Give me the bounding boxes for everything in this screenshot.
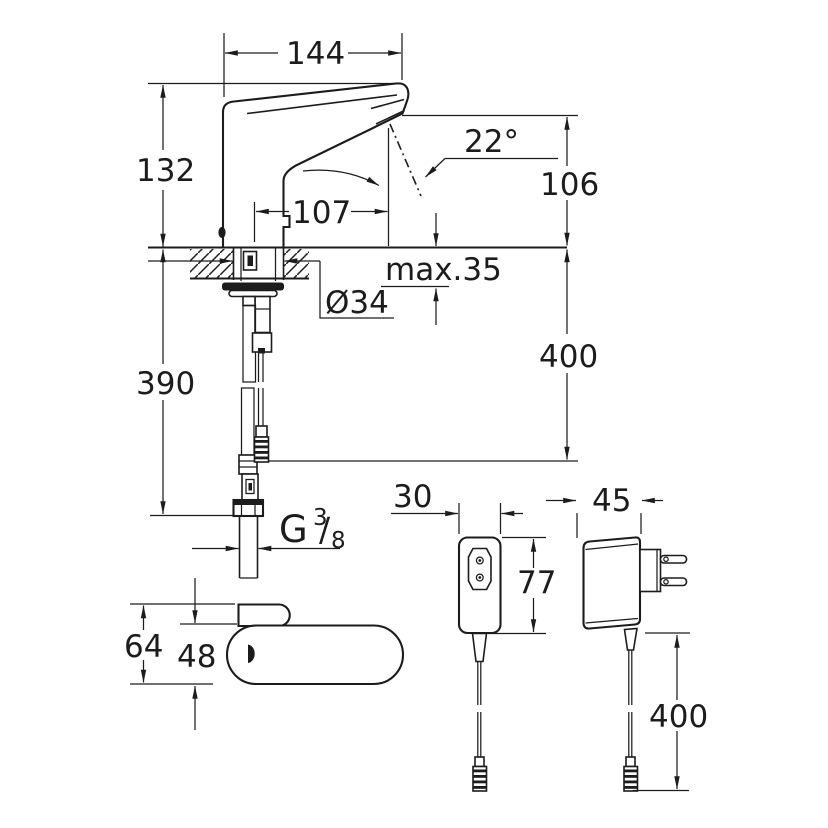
psu-side-rib-1: [624, 769, 638, 773]
dim-psu-width-label: 30: [393, 479, 432, 515]
pin-hole-bottom-dot: [478, 576, 482, 579]
psu-side-connector-ribbed: [623, 765, 639, 792]
dimension-stream-angle: 22°: [302, 124, 558, 187]
cable-connector-body: [255, 425, 268, 438]
psu-side-body: [582, 536, 642, 630]
washer-plate: [228, 289, 278, 298]
dim-psu-cable-label: 400: [649, 699, 708, 735]
cable-connector-rib-1: [254, 440, 269, 443]
plug-face-block: [639, 548, 662, 593]
dimension-body-height: 132: [136, 82, 402, 247]
psu-side-top-inner-line: [585, 543, 639, 551]
psu-side-rib-4: [624, 786, 638, 789]
thread-g-label: G: [279, 508, 308, 551]
plug-pin-bottom-base: [663, 578, 669, 585]
dimension-deck-thickness: max.35: [381, 213, 502, 325]
lever-tab-outline: [237, 603, 291, 628]
connection-nut-band: [233, 500, 263, 505]
faucet-top-chamfer-line: [246, 94, 398, 115]
sensor-window-top: [248, 644, 255, 663]
dim-hose-length-label: 390: [136, 366, 195, 402]
dimension-psu-cable-length: 400: [633, 632, 708, 792]
dimension-sensor-cable-length: 400: [268, 249, 598, 462]
psu-front-rib-4: [473, 786, 487, 789]
aerator-face-line: [375, 109, 405, 125]
sensor-window-dot: [218, 226, 226, 239]
psu-front-connector-body: [474, 756, 485, 768]
psu-front-rib-3: [473, 780, 487, 784]
dim-body-height-label: 132: [136, 153, 195, 189]
dimension-hole-diameter: Ø34: [148, 258, 394, 321]
leader-step: [319, 261, 394, 319]
aerator-housing-line: [370, 98, 405, 110]
psu-front-rib-2: [473, 775, 487, 778]
psu-side-view: 45 400: [546, 483, 708, 792]
supply-hose-lower: [240, 387, 255, 456]
psu-side-bottom-inner-line: [585, 617, 639, 624]
plug-pin-top-base: [663, 556, 669, 563]
pin-hole-top-dot: [478, 559, 482, 562]
dim-spout-width-label: 144: [286, 36, 345, 72]
psu-side-strain-relief: [623, 627, 638, 651]
dim-total-depth-label: 64: [124, 629, 163, 665]
pin-hole-bottom: [475, 573, 484, 582]
psu-front-view: 30 77: [391, 479, 556, 792]
faucet-side-view: [218, 82, 422, 249]
dimension-body-depth: 48: [177, 578, 237, 730]
dimension-psu-depth: 45: [546, 483, 663, 538]
faucet-body-outline: [221, 82, 410, 249]
valve-cylinder: [254, 295, 271, 334]
dim-psu-height-label: 77: [517, 565, 556, 601]
counter-hatch-left: [190, 249, 233, 278]
leader-arrow: [425, 158, 446, 178]
cable-connector-rib-4: [254, 456, 269, 460]
fitting-window-core: [248, 483, 252, 491]
mounting-washer: [222, 282, 284, 291]
hose-upper-plain: [242, 295, 256, 307]
cable-connector-ribbed: [253, 436, 270, 463]
cable-plug-tip: [258, 348, 265, 354]
counter-hatch-right: [283, 249, 309, 278]
psu-front-connector-ribbed: [472, 765, 488, 792]
dimension-psu-height: 77: [488, 536, 556, 635]
dimension-spout-projection: 107: [253, 195, 388, 242]
cable-connector-rib-2: [254, 445, 269, 449]
dimension-spout-width: 144: [223, 33, 403, 97]
psu-front-strain-relief: [471, 632, 488, 663]
dim-hole-diameter-label: Ø34: [325, 285, 389, 321]
euro-socket-outline: [467, 547, 492, 591]
cable-connector-rib-3: [254, 451, 269, 454]
stream-direction-line: [389, 123, 422, 197]
spout-top-outline: [225, 624, 405, 686]
dim-deck-thickness-label: max.35: [385, 252, 502, 288]
pin-hole-top: [475, 556, 484, 565]
dimension-thread: G 3 / 8: [192, 505, 346, 554]
stream-arc-arrow: [302, 169, 380, 187]
psu-side-connector-body: [625, 756, 636, 768]
dim-sensor-cable-label: 400: [539, 339, 598, 375]
dimension-psu-width: 30: [391, 479, 523, 534]
fixing-detail-core: [247, 255, 253, 266]
faucet-top-view: 64 48: [124, 578, 405, 730]
psu-side-rib-3: [624, 780, 638, 784]
thread-denominator-label: 8: [331, 528, 346, 554]
dim-psu-depth-label: 45: [592, 483, 631, 519]
dim-stream-angle-label: 22°: [464, 124, 519, 160]
under-counter-assembly: [222, 282, 284, 579]
psu-side-rib-2: [624, 775, 638, 778]
thread-numerator-label: 3: [313, 505, 328, 531]
dimension-outlet-height: 106: [402, 114, 599, 246]
counter-section: [148, 246, 567, 281]
dimension-hose-length: 390: [136, 249, 233, 517]
thread-slash-label: /: [319, 510, 331, 549]
dim-spout-projection-label: 107: [292, 195, 351, 231]
dimension-total-depth: 64: [124, 603, 235, 685]
psu-front-rib-1: [473, 769, 487, 773]
dim-outlet-height-label: 106: [540, 167, 599, 203]
dim-body-depth-label: 48: [177, 639, 216, 675]
